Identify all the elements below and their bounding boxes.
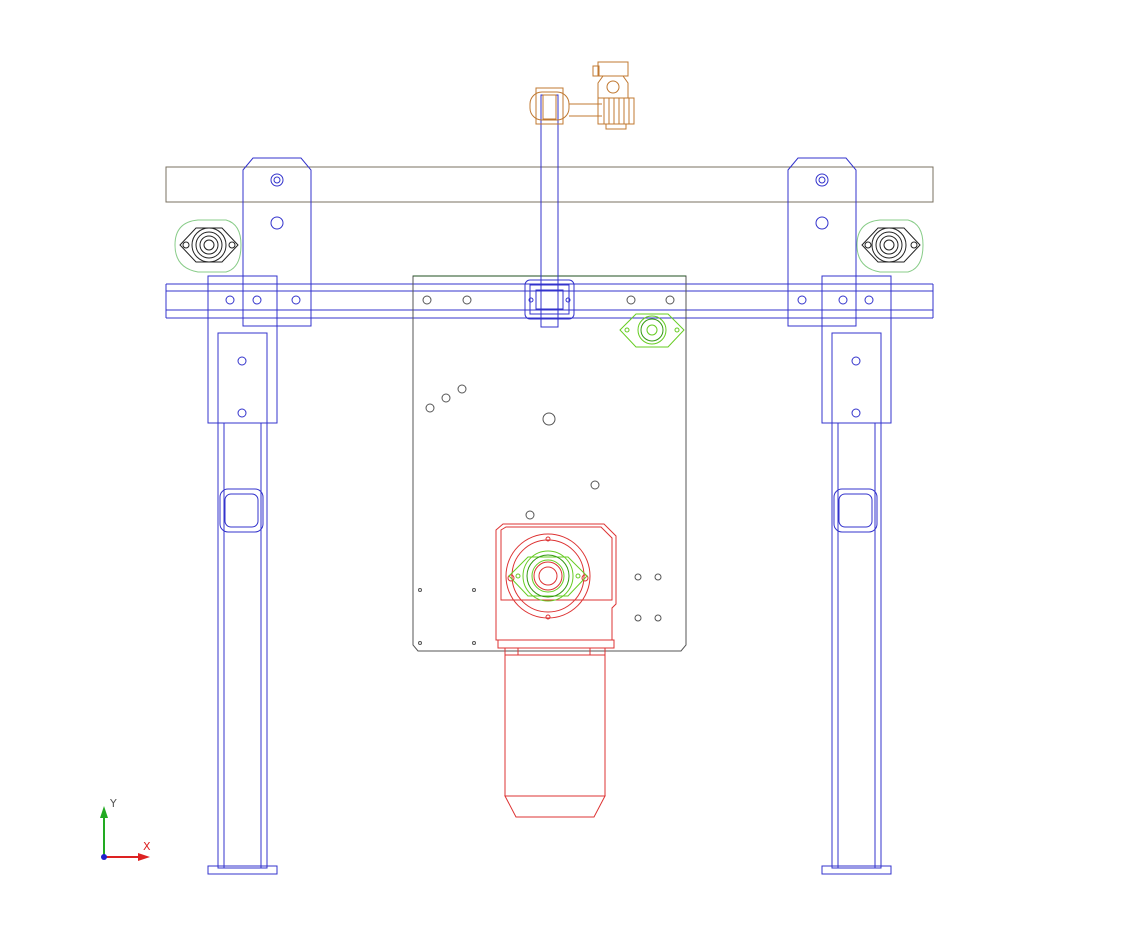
y-axis-arrow-head bbox=[100, 806, 108, 818]
y-axis-label: Y bbox=[109, 797, 117, 810]
encoder-assembly bbox=[529, 61, 635, 130]
x-axis-label: X bbox=[143, 840, 151, 853]
plate-bearing bbox=[619, 313, 685, 348]
x-axis-arrow-head bbox=[138, 853, 150, 861]
origin-marker bbox=[101, 854, 107, 860]
mounting-plate bbox=[412, 275, 687, 652]
left-bearing bbox=[174, 219, 242, 273]
gear-motor bbox=[495, 523, 617, 818]
left-leg bbox=[207, 157, 312, 875]
right-bearing bbox=[856, 219, 924, 273]
cross-rail bbox=[165, 283, 934, 319]
axis-triad: Y X bbox=[100, 797, 151, 861]
right-leg bbox=[787, 157, 892, 875]
top-beam bbox=[165, 166, 934, 203]
motor-flange bbox=[508, 550, 588, 602]
